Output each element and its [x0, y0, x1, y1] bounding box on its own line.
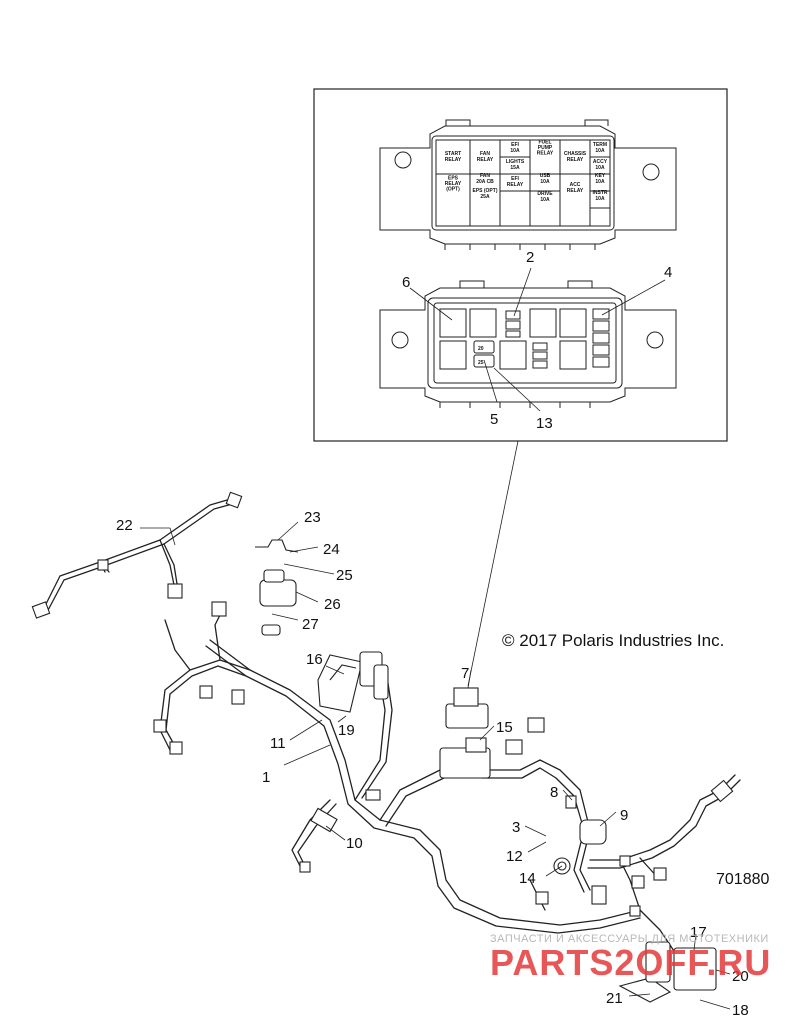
- callout-22: 22: [116, 517, 133, 534]
- callout-2: 2: [526, 249, 534, 266]
- callout-15: 15: [496, 719, 513, 736]
- callout-24: 24: [323, 541, 340, 558]
- callout-6: 6: [402, 274, 410, 291]
- inset-leader-lines: [409, 267, 666, 687]
- main-harness-trunk: [41, 497, 741, 961]
- callout-14: 14: [519, 870, 536, 887]
- callout-19: 19: [338, 722, 355, 739]
- callout-26: 26: [324, 596, 341, 613]
- fuse-box-top-view: [379, 119, 677, 250]
- callout-12: 12: [506, 848, 523, 865]
- callout-25: 25: [336, 567, 353, 584]
- callout-9: 9: [620, 807, 628, 824]
- figure-number: 701880: [716, 871, 770, 888]
- callout-23: 23: [304, 509, 321, 526]
- callout-13: 13: [536, 415, 553, 432]
- callout-1: 1: [262, 769, 270, 786]
- callout-20: 20: [732, 968, 749, 985]
- inset-frame: [313, 88, 728, 442]
- callout-18: 18: [732, 1002, 749, 1019]
- callout-7: 7: [461, 665, 469, 682]
- watermark-tagline: ЗАПЧАСТИ И АКСЕССУАРЫ ДЛЯ МОТОТЕХНИКИ: [490, 933, 769, 945]
- fuse-cell-label: EPS (OPT)25A: [472, 188, 497, 200]
- callout-21: 21: [606, 990, 623, 1007]
- harness-connectors: [31, 491, 734, 1003]
- callout-leaders: [140, 521, 731, 1010]
- callout-27: 27: [302, 616, 319, 633]
- callout-17: 17: [690, 924, 707, 941]
- callout-3: 3: [512, 819, 520, 836]
- callout-16: 16: [306, 651, 323, 668]
- callout-8: 8: [550, 784, 558, 801]
- callout-4: 4: [664, 264, 672, 281]
- callout-labels: 1 2 3 4 5 6 7 8 9 10 11 12 13 14 15 16 1…: [116, 249, 749, 1019]
- callout-5: 5: [490, 411, 498, 428]
- callout-10: 10: [346, 835, 363, 852]
- fuse-box-bottom-view: 20 25: [379, 280, 677, 408]
- copyright-notice: © 2017 Polaris Industries Inc.: [502, 631, 725, 650]
- callout-11: 11: [270, 735, 286, 752]
- svg-text:20: 20: [478, 346, 484, 352]
- watermark-brand: PARTS2OFF.RU: [490, 942, 772, 983]
- svg-text:25: 25: [478, 360, 484, 366]
